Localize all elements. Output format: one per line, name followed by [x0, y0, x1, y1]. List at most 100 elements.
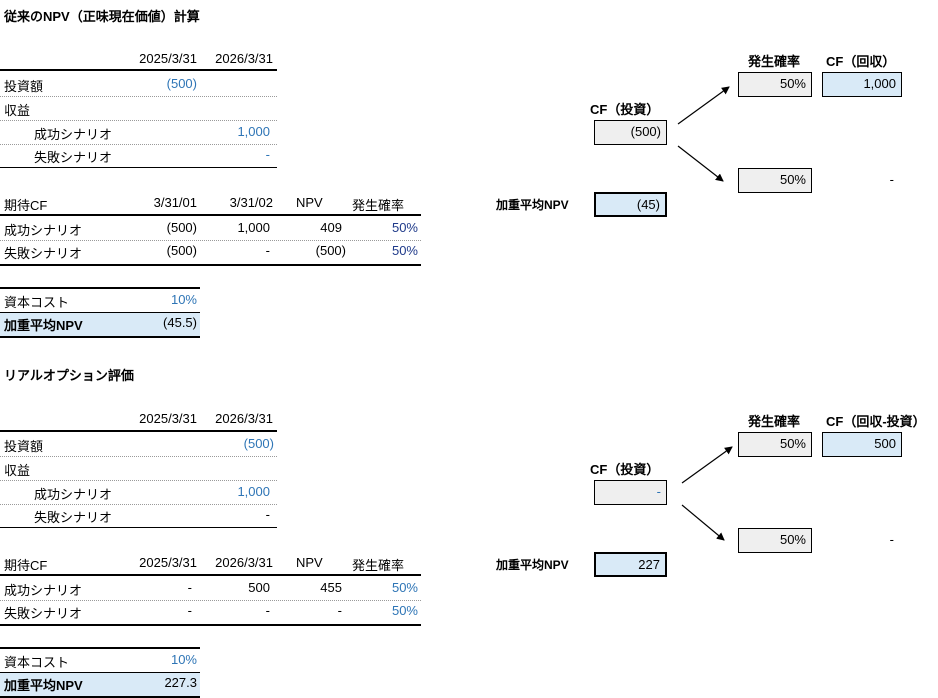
- s2-exp-row1-c2: 500: [248, 580, 270, 595]
- s2-exp-row2-label: 失敗シナリオ: [4, 606, 83, 621]
- s1-tree-prob-header: 発生確率: [748, 54, 801, 69]
- s2-date-1: 2025/3/31: [139, 411, 197, 426]
- s2-exp-row1-label: 成功シナリオ: [4, 583, 83, 598]
- s2-exp-header-rule: [0, 574, 421, 576]
- s2-cost-label: 資本コスト: [4, 655, 70, 670]
- s2-cost-top-rule: [0, 647, 200, 649]
- s1-arrow-down: [677, 145, 724, 182]
- s1-arrow-up: [677, 86, 730, 125]
- s1-row-rule: [0, 144, 277, 145]
- s2-tree-invest-value: -: [594, 480, 667, 505]
- s2-exp-row2-prob: 50%: [391, 603, 418, 618]
- s1-exp-row2-label: 失敗シナリオ: [4, 246, 83, 261]
- s2-row-rule: [0, 456, 277, 457]
- s2-tree-bottom-cf: -: [889, 532, 894, 547]
- s2-row-rule: [0, 480, 277, 481]
- s1-tree-cf-header: CF（回収）: [826, 54, 896, 69]
- s2-exp-row2-npv: -: [337, 603, 342, 618]
- s2-tree-cf-header: CF（回収-投資）: [826, 414, 926, 429]
- s1-exp-header-label: 期待CF: [4, 198, 48, 213]
- s1-investment-v1: (500): [166, 76, 197, 91]
- s1-tree-top-prob: 50%: [738, 72, 812, 97]
- s2-success-v2: 1,000: [237, 484, 270, 499]
- s1-date-1: 2025/3/31: [139, 51, 197, 66]
- s1-exp-row1-prob: 50%: [391, 220, 418, 235]
- section1-title: 従来のNPV（正味現在価値）計算: [4, 9, 200, 24]
- s1-exp-row-rule: [0, 240, 421, 241]
- s2-exp-row1-prob: 50%: [391, 580, 418, 595]
- s1-date-2: 2026/3/31: [215, 51, 273, 66]
- s2-tree-bottom-prob: 50%: [738, 528, 812, 553]
- s1-row-rule: [0, 120, 277, 121]
- s2-exp-row1-npv: 455: [320, 580, 342, 595]
- s2-arrow-down: [681, 504, 725, 541]
- s2-arrow-up: [681, 446, 733, 484]
- s1-tree-invest-value: (500): [594, 120, 667, 145]
- s1-table-bottom-rule: [0, 167, 277, 168]
- s2-exp-row2-c1: -: [187, 603, 192, 618]
- s1-exp-row1-c1: (500): [166, 220, 197, 235]
- s2-cost-value: 10%: [170, 652, 197, 667]
- s2-exp-row2-c2: -: [265, 603, 270, 618]
- s2-exp-row1-c1: -: [187, 580, 192, 595]
- s1-tree-top-cf: 1,000: [822, 72, 902, 97]
- s2-tree-prob-header: 発生確率: [748, 414, 801, 429]
- s2-wnpv-value: 227.3: [164, 675, 197, 690]
- s2-success-label: 成功シナリオ: [34, 487, 113, 502]
- s2-exp-header-npv: NPV: [296, 555, 323, 570]
- s1-exp-header-c2: 3/31/02: [229, 195, 273, 210]
- s1-exp-row2-prob: 50%: [391, 243, 418, 258]
- s1-tree-wnpv-value: (45): [594, 192, 667, 217]
- s2-wnpv-label: 加重平均NPV: [4, 678, 83, 693]
- s1-header-rule: [0, 69, 277, 71]
- s1-exp-bottom-rule: [0, 264, 421, 266]
- s1-revenue-label: 収益: [4, 103, 31, 118]
- s1-exp-row1-npv: 409: [320, 220, 342, 235]
- s2-exp-header-c2: 2026/3/31: [215, 555, 273, 570]
- s1-exp-row2-c2: -: [265, 243, 270, 258]
- s1-exp-header-npv: NPV: [296, 195, 323, 210]
- s1-failure-label: 失敗シナリオ: [34, 150, 113, 165]
- s1-cost-label: 資本コスト: [4, 295, 70, 310]
- s2-tree-wnpv-label: 加重平均NPV: [496, 558, 569, 572]
- s1-exp-row2-npv: (500): [315, 243, 346, 258]
- s1-wnpv-value: (45.5): [163, 315, 197, 330]
- s2-tree-invest-label: CF（投資）: [590, 462, 660, 477]
- s2-tree-wnpv-value: 227: [594, 552, 667, 577]
- s2-wnpv-row: [0, 672, 200, 698]
- s2-exp-header-c1: 2025/3/31: [139, 555, 197, 570]
- s2-exp-header-label: 期待CF: [4, 558, 48, 573]
- s1-exp-header-prob: 発生確率: [352, 198, 405, 213]
- s2-date-2: 2026/3/31: [215, 411, 273, 426]
- s1-exp-header-rule: [0, 214, 421, 216]
- s2-exp-header-prob: 発生確率: [352, 558, 405, 573]
- s1-row-rule: [0, 96, 277, 97]
- s2-header-rule: [0, 430, 277, 432]
- s1-cost-top-rule: [0, 287, 200, 289]
- s1-success-v2: 1,000: [237, 124, 270, 139]
- s2-tree-top-cf: 500: [822, 432, 902, 457]
- s1-failure-v2: -: [265, 147, 270, 162]
- s1-tree-bottom-cf: -: [889, 172, 894, 187]
- s2-table-bottom-rule: [0, 527, 277, 528]
- s2-row-rule: [0, 504, 277, 505]
- s1-tree-bottom-prob: 50%: [738, 168, 812, 193]
- s1-exp-row1-c2: 1,000: [237, 220, 270, 235]
- s2-failure-label: 失敗シナリオ: [34, 510, 113, 525]
- s1-tree-wnpv-label: 加重平均NPV: [496, 198, 569, 212]
- s2-failure-v2: -: [265, 507, 270, 522]
- s1-investment-label: 投資額: [4, 79, 44, 94]
- s1-exp-header-c1: 3/31/01: [153, 195, 197, 210]
- s1-tree-invest-label: CF（投資）: [590, 102, 660, 117]
- s1-wnpv-label: 加重平均NPV: [4, 318, 83, 333]
- s1-exp-row2-c1: (500): [166, 243, 197, 258]
- s2-exp-row-rule: [0, 600, 421, 601]
- s1-exp-row1-label: 成功シナリオ: [4, 223, 83, 238]
- s1-wnpv-row: [0, 312, 200, 338]
- section2-title: リアルオプション評価: [4, 368, 134, 383]
- s2-investment-v2: (500): [243, 436, 274, 451]
- s2-tree-top-prob: 50%: [738, 432, 812, 457]
- s1-cost-value: 10%: [170, 292, 197, 307]
- s2-investment-label: 投資額: [4, 439, 44, 454]
